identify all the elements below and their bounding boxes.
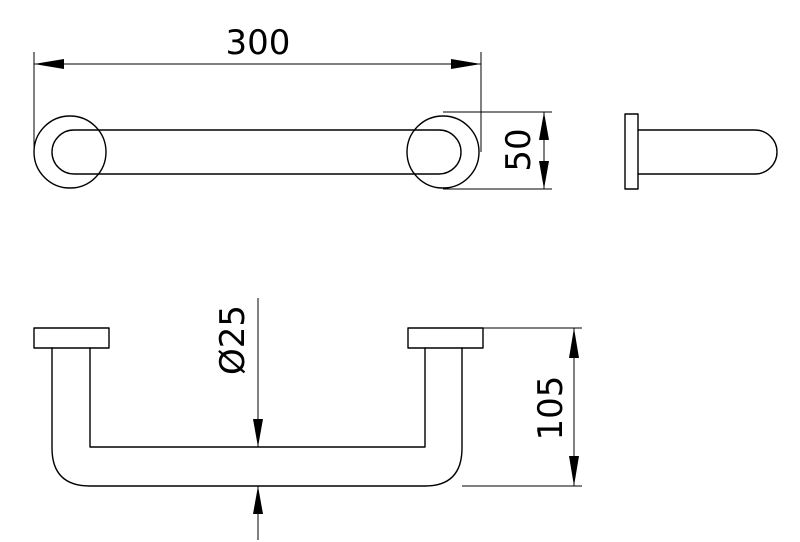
left-flange-outline — [33, 115, 107, 189]
left-flange-plate — [33, 327, 110, 349]
dimension-tube: Ø25 — [213, 298, 263, 540]
right-flange-plate — [407, 327, 484, 349]
side-tube — [637, 129, 778, 175]
dimension-label-length: 300 — [226, 23, 291, 63]
dimension-label-flange: 50 — [499, 128, 539, 171]
side-flange — [624, 113, 639, 190]
right-flange-outline — [406, 115, 480, 189]
arrowhead-tube-top — [253, 419, 263, 447]
arrowhead-left — [34, 59, 64, 69]
arrowhead-right — [451, 59, 481, 69]
front-view — [33, 115, 480, 189]
arrowhead-tube-bottom — [253, 486, 263, 514]
grab-bar-tube — [51, 129, 462, 175]
dimension-label-projection: 105 — [531, 376, 571, 441]
side-view — [624, 113, 778, 190]
arrowhead-flange-top — [539, 112, 549, 140]
dimension-length: 300 — [33, 23, 482, 152]
arrowhead-projection-bottom — [569, 456, 579, 486]
dimension-flange: 50 — [443, 111, 552, 190]
dimension-label-tube: Ø25 — [213, 305, 253, 375]
dimension-projection: 105 — [462, 327, 582, 487]
arrowhead-flange-bottom — [539, 161, 549, 189]
arrowhead-projection-top — [569, 328, 579, 358]
u-bar-outer — [51, 347, 463, 487]
